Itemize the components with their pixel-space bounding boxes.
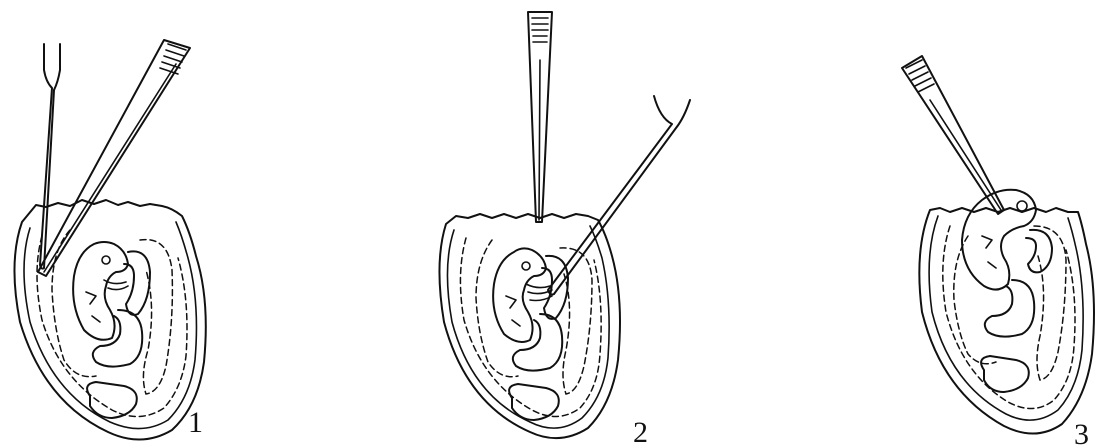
embryo-limb-marks [982, 236, 996, 268]
forceps-diagonal-inner [930, 100, 1001, 210]
panel-3: 3 [902, 56, 1094, 448]
yolk-loop [93, 310, 142, 367]
membrane-inner-left [954, 236, 996, 364]
panel-2-label: 2 [633, 416, 648, 448]
embryo-body [493, 248, 546, 342]
panel-1: 1 [14, 40, 205, 440]
forceps-thick [38, 40, 190, 276]
forceps-vertical-inner [539, 60, 540, 220]
embryo-limb-marks [86, 292, 100, 322]
membrane-outer [460, 238, 601, 417]
panel-1-label: 1 [188, 406, 203, 439]
egg-shell-inner [929, 216, 1083, 420]
forceps-diagonal-grip [906, 60, 934, 92]
embryo-limb-marks [506, 296, 520, 326]
membrane-outer [37, 236, 187, 417]
forceps-vertical-grip [532, 18, 548, 42]
panel-3-label: 3 [1074, 418, 1089, 448]
embryo-eye [522, 262, 530, 270]
embryo-hatch [104, 280, 128, 290]
air-cell [509, 384, 559, 420]
air-cell [87, 382, 137, 418]
membrane-inner-right [1034, 226, 1066, 380]
forceps-thick-inner [44, 64, 176, 272]
embryo-eye [1017, 201, 1027, 211]
allantois [1026, 230, 1052, 273]
probe-forked [548, 96, 690, 295]
embryo-body [962, 190, 1036, 290]
embryo-eye [102, 256, 110, 264]
panel-2: 2 [439, 12, 690, 448]
egg-shell-inner [447, 226, 609, 428]
membrane-inner-right [140, 240, 172, 394]
membrane-inner-left [476, 240, 518, 377]
egg-shell-outer [14, 200, 205, 440]
membrane-inner-right [560, 248, 592, 394]
forceps-thin [40, 44, 60, 269]
air-cell [981, 356, 1029, 392]
